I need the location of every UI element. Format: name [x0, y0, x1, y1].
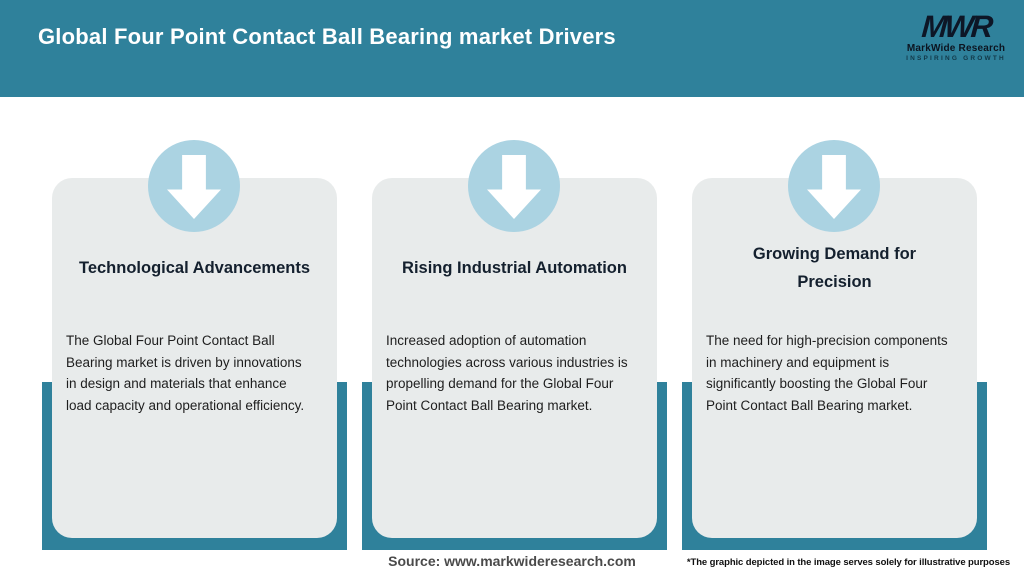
arrow-down-icon — [167, 155, 221, 219]
card-title: Technological Advancements — [78, 259, 311, 277]
card-body: The need for high-precision components i… — [706, 333, 948, 413]
card-title: Growing Demand for Precision — [752, 245, 917, 291]
circle-badge-2 — [468, 140, 560, 232]
circle-badge-1 — [148, 140, 240, 232]
arrow-down-icon — [807, 155, 861, 219]
mwr-monogram-icon: MWR — [920, 9, 992, 44]
logo-company-name: MarkWide Research — [906, 43, 1006, 54]
card-title: Rising Industrial Automation — [402, 259, 627, 277]
driver-card-growing-demand-for-precision: Growing Demand for Precision The need fo… — [692, 178, 977, 538]
card-body: Increased adoption of automation technol… — [386, 333, 628, 413]
markwide-logo: MWR MarkWide Research INSPIRING GROWTH — [906, 9, 1006, 62]
card-body: The Global Four Point Contact Ball Beari… — [66, 333, 305, 413]
header-bar: Global Four Point Contact Ball Bearing m… — [0, 0, 1024, 97]
logo-tagline: INSPIRING GROWTH — [906, 55, 1006, 62]
disclaimer-text: *The graphic depicted in the image serve… — [686, 557, 1010, 568]
source-text: Source: www.markwideresearch.com — [388, 553, 636, 569]
driver-card-technological-advancements: Technological Advancements The Global Fo… — [52, 178, 337, 538]
driver-card-rising-industrial-automation: Rising Industrial Automation Increased a… — [372, 178, 657, 538]
circle-badge-3 — [788, 140, 880, 232]
page-title: Global Four Point Contact Ball Bearing m… — [38, 24, 616, 49]
arrow-down-icon — [487, 155, 541, 219]
